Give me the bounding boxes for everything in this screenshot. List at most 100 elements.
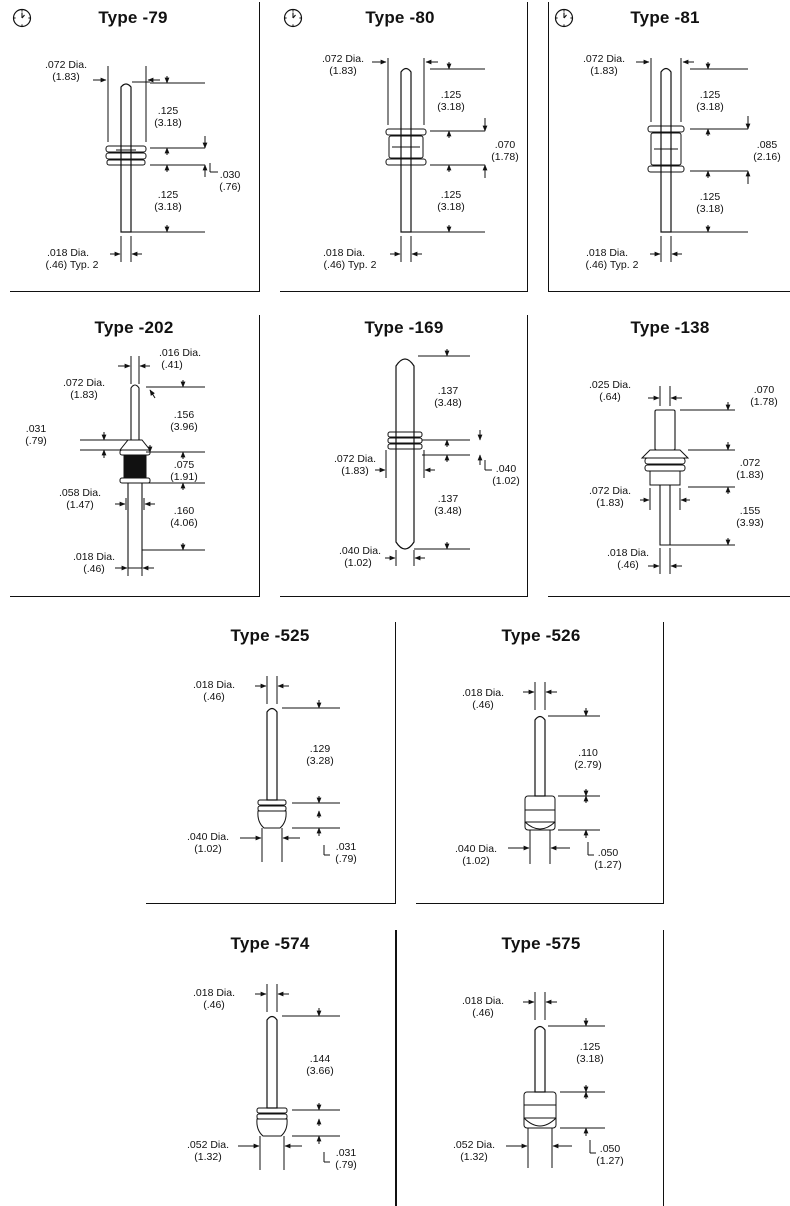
dim-label: (1.83): [341, 465, 368, 477]
dim-label: .156: [174, 409, 195, 421]
dim-label: .160: [174, 505, 195, 517]
dim-label: .018 Dia.: [462, 687, 504, 699]
dim-label: (1.91): [170, 471, 197, 483]
panel-type-574: [146, 930, 396, 1206]
dim-label: .018 Dia.: [586, 247, 628, 259]
title-type-79: Type -79: [98, 8, 168, 27]
dim-label: .040: [496, 463, 517, 475]
panel-type-138: [548, 315, 790, 597]
dim-label: (1.27): [596, 1155, 623, 1167]
dim-label: .072 Dia.: [589, 485, 631, 497]
dim-label: .030: [220, 169, 241, 181]
dim-label: (1.78): [750, 396, 777, 408]
dim-label: .110: [578, 747, 598, 759]
dim-label: (3.18): [154, 201, 181, 213]
title-type-575: Type -575: [501, 934, 581, 953]
dim-label: (1.02): [462, 855, 489, 867]
dim-label: .137: [438, 493, 459, 505]
dim-label: (.46): [472, 1007, 494, 1019]
dim-label: .050: [600, 1143, 621, 1155]
dim-label: (1.83): [590, 65, 617, 77]
dim-label: .070: [754, 384, 775, 396]
dim-label: .125: [158, 189, 179, 201]
dim-label: (.46): [203, 999, 225, 1011]
dim-label: .040 Dia.: [455, 843, 497, 855]
clock-icon: [283, 8, 303, 28]
dim-label: .018 Dia.: [47, 247, 89, 259]
dim-label: (3.18): [154, 117, 181, 129]
drawing-type-525: [240, 676, 340, 862]
drawing-type-169: [375, 349, 492, 566]
dim-label: .058 Dia.: [59, 487, 101, 499]
drawing-type-526: [508, 682, 600, 864]
dim-label: (.46) Typ. 2: [324, 259, 377, 271]
title-type-526: Type -526: [501, 626, 581, 645]
dim-label: (1.02): [344, 557, 371, 569]
dim-label: (3.18): [576, 1053, 603, 1065]
panel-type-81: [548, 2, 790, 292]
dim-label: .018 Dia.: [193, 679, 235, 691]
drawing-type-138: [640, 386, 735, 574]
dim-label: .072 Dia.: [583, 53, 625, 65]
dim-label: (1.83): [329, 65, 356, 77]
title-type-81: Type -81: [630, 8, 700, 27]
drawing-type-79: [93, 66, 218, 262]
dim-label: (.46) Typ. 2: [586, 259, 639, 271]
panel-type-169: [280, 315, 528, 597]
dim-label: .040 Dia.: [339, 545, 381, 557]
dim-label: (3.48): [434, 397, 461, 409]
dim-label: (1.83): [52, 71, 79, 83]
panel-type-80: [280, 2, 528, 292]
dim-label: .144: [310, 1053, 331, 1065]
drawing-type-575: [506, 992, 605, 1168]
dim-label: (3.48): [434, 505, 461, 517]
dim-label: (1.32): [460, 1151, 487, 1163]
drawing-type-80: [372, 58, 488, 262]
dim-label: .018 Dia.: [607, 547, 649, 559]
dim-label: .137: [438, 385, 459, 397]
dim-label: .040 Dia.: [187, 831, 229, 843]
dim-label: (1.02): [194, 843, 221, 855]
dim-label: (.41): [161, 359, 183, 371]
dim-label: .125: [441, 89, 462, 101]
title-type-202: Type -202: [94, 318, 174, 337]
dim-label: (1.02): [492, 475, 519, 487]
dim-label: (3.66): [306, 1065, 333, 1077]
dim-label: (1.83): [736, 469, 763, 481]
dim-label: (3.28): [306, 755, 333, 767]
drawing-type-81: [636, 58, 751, 262]
dim-label: .031: [336, 1147, 357, 1159]
dim-label: (3.93): [736, 517, 763, 529]
clock-icon: [554, 8, 574, 28]
dim-label: (1.47): [66, 499, 93, 511]
dim-label: (.46): [472, 699, 494, 711]
dim-label: (1.83): [596, 497, 623, 509]
dim-label: (.79): [335, 853, 357, 865]
dim-label: .155: [740, 505, 761, 517]
panel-type-202: [10, 315, 260, 597]
dim-label: (.46): [617, 559, 639, 571]
dim-label: .072 Dia.: [322, 53, 364, 65]
dim-label: .125: [700, 191, 721, 203]
dim-label: .085: [757, 139, 778, 151]
dim-label: .072: [740, 457, 761, 469]
dim-label: .050: [598, 847, 619, 859]
dim-label: (.46): [203, 691, 225, 703]
dim-label: .072 Dia.: [63, 377, 105, 389]
dim-label: (2.79): [574, 759, 601, 771]
dim-label: .125: [441, 189, 462, 201]
title-type-574: Type -574: [230, 934, 310, 953]
dim-label: (3.96): [170, 421, 197, 433]
dim-label: (.79): [25, 435, 47, 447]
clock-icon: [12, 8, 32, 28]
drawing-type-574: [238, 984, 340, 1170]
dim-label: .129: [310, 743, 331, 755]
drawing-type-202: [80, 356, 205, 576]
dim-label: (.64): [599, 391, 621, 403]
dim-label: (2.16): [753, 151, 780, 163]
dim-label: (1.78): [491, 151, 518, 163]
dim-label: .031: [336, 841, 357, 853]
dim-label: .070: [495, 139, 516, 151]
title-type-525: Type -525: [230, 626, 310, 645]
